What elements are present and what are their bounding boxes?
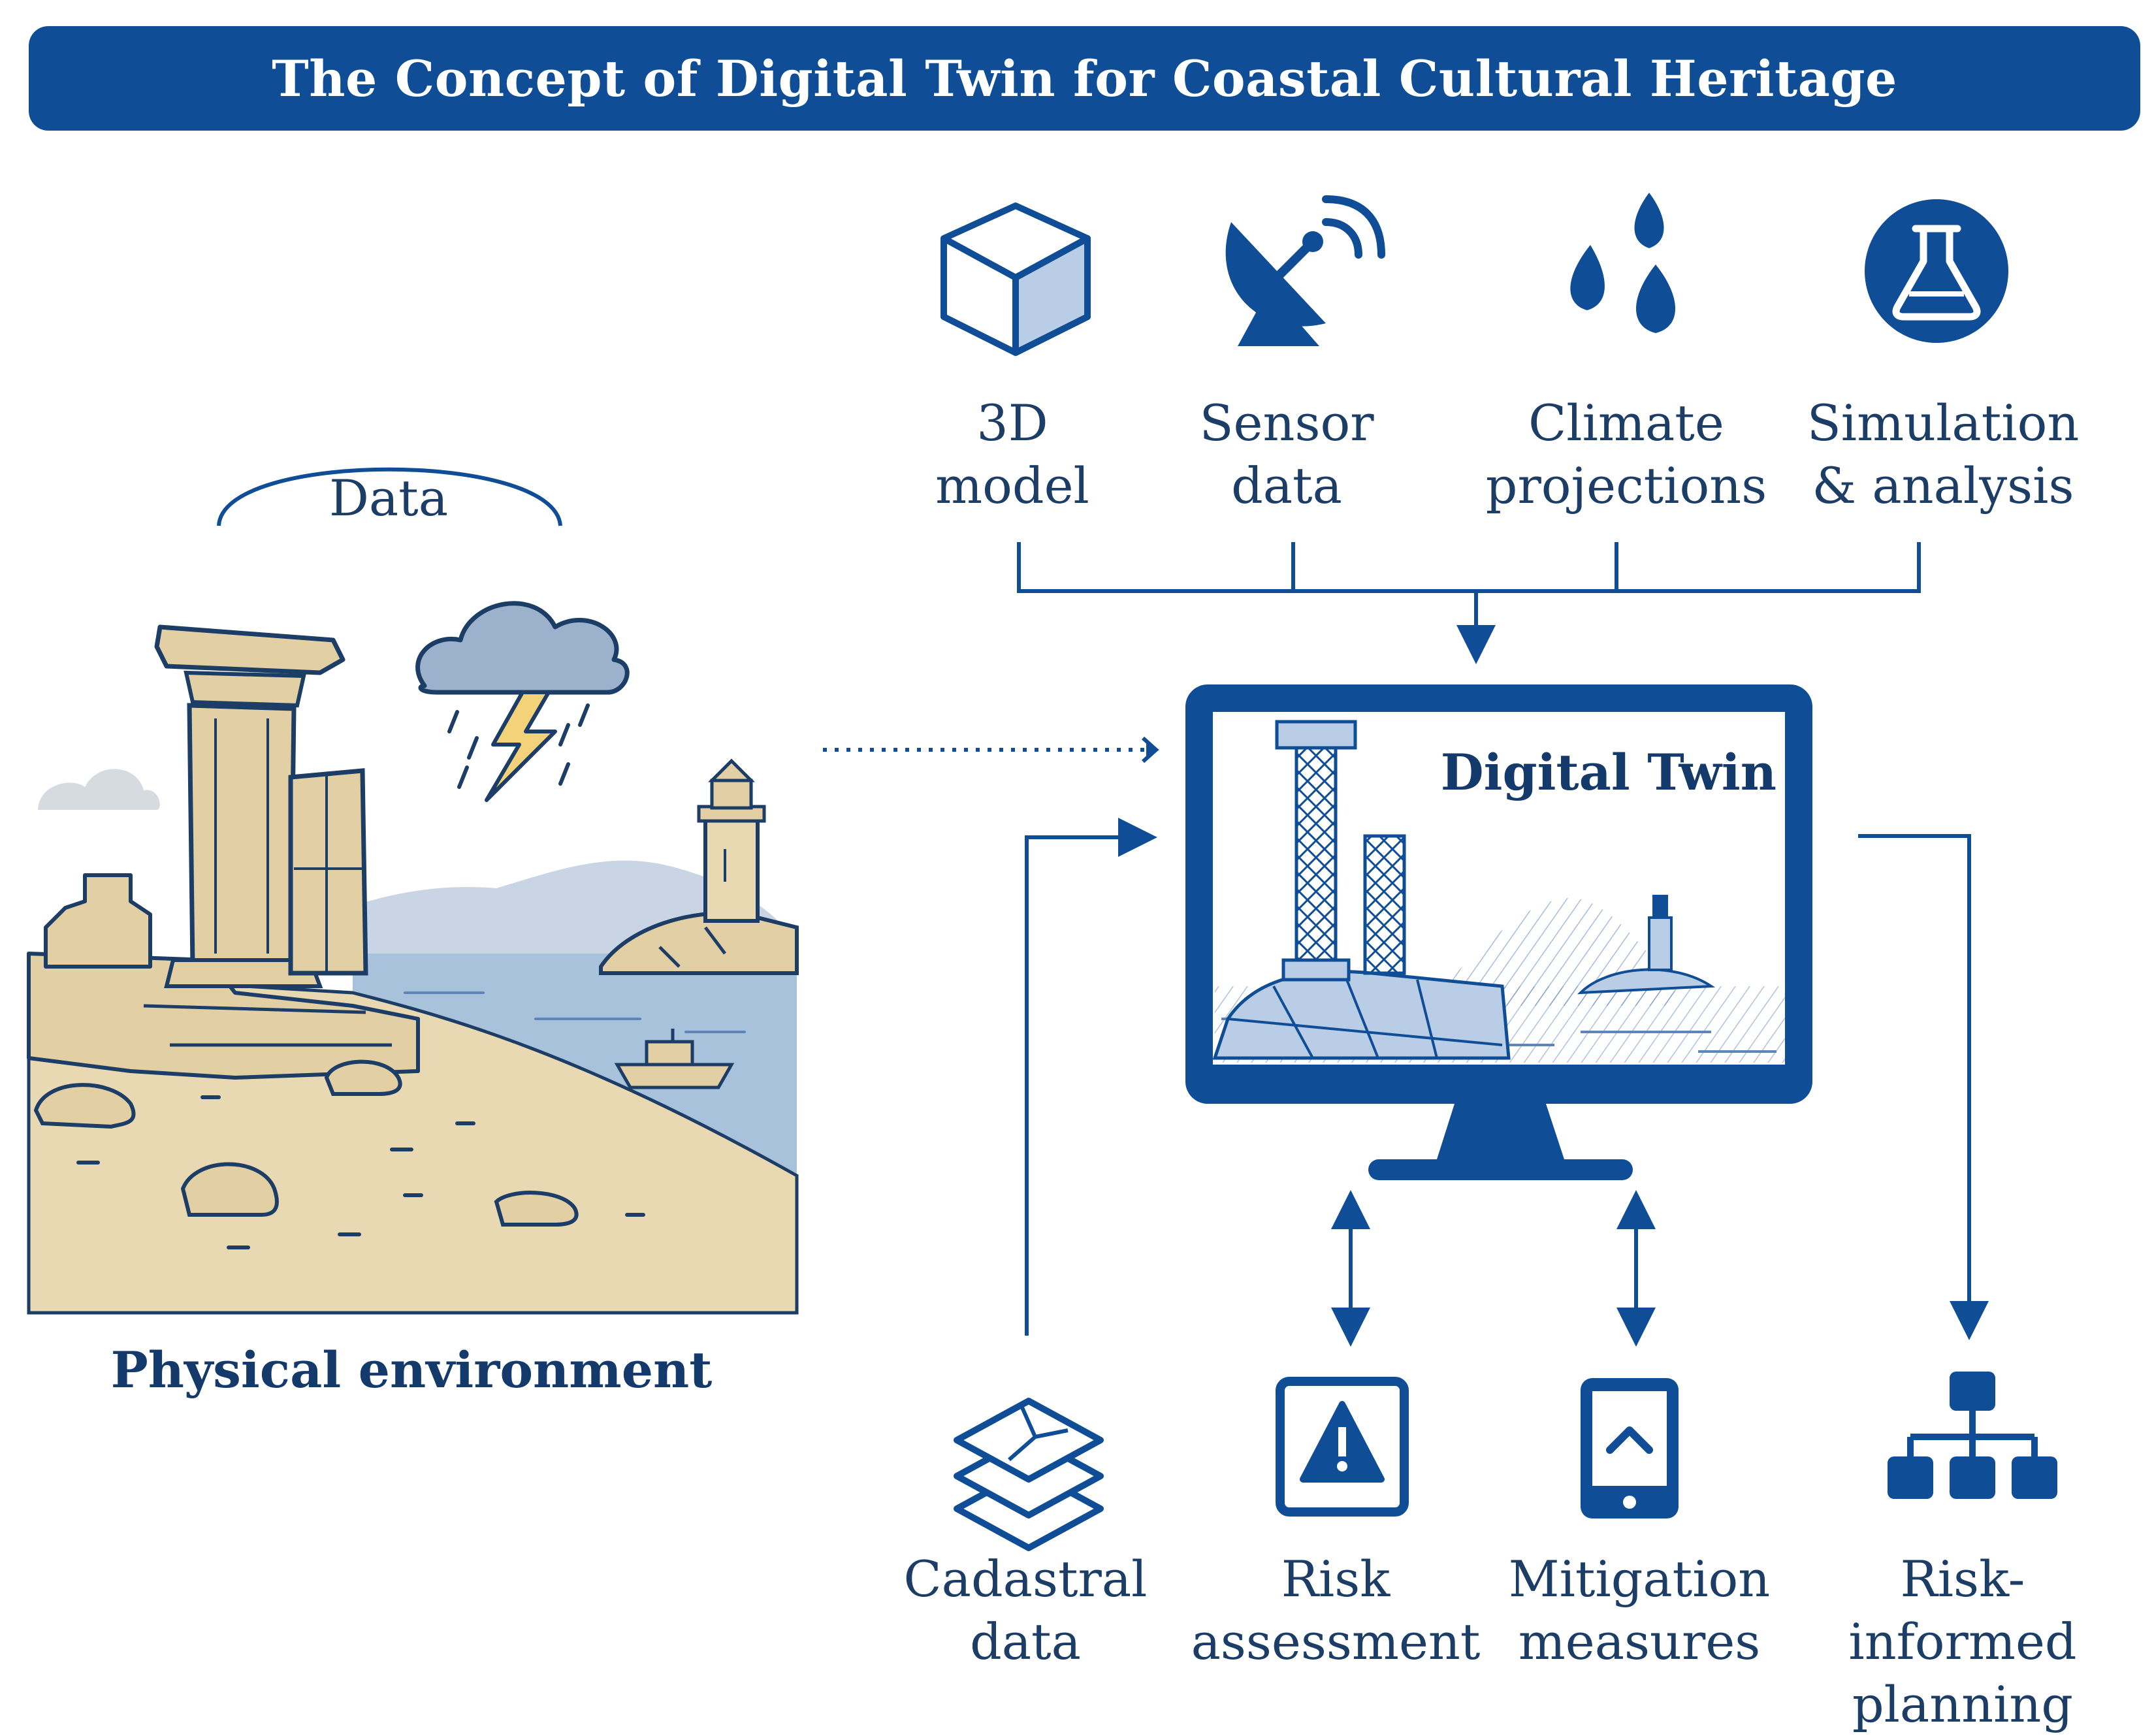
physical-environment-caption: Physical environment bbox=[110, 1341, 713, 1399]
output-label-risk-assessment: Risk assessment bbox=[1191, 1550, 1481, 1671]
data-arc bbox=[217, 467, 562, 526]
input-label-climate-projections: Climate projections bbox=[1485, 394, 1767, 515]
twin-to-planning-arrow bbox=[1858, 834, 1989, 1340]
cadastral-to-twin-arrow bbox=[1025, 818, 1157, 1336]
satellite-dish-icon bbox=[1225, 195, 1385, 346]
monitor-icon bbox=[1185, 684, 1812, 1180]
output-label-risk-informed-planning: Risk-informed planning bbox=[1848, 1550, 2077, 1733]
input-label-simulation-analysis: Simulation & analysis bbox=[1807, 394, 2080, 515]
stones bbox=[33, 1059, 579, 1227]
data-label: Data bbox=[329, 469, 449, 527]
inputs-connector bbox=[1017, 542, 1921, 664]
input-label-sensor-data: Sensor data bbox=[1199, 394, 1374, 515]
input-label-3d-model: 3D model bbox=[935, 394, 1089, 515]
output-label-cadastral-data: Cadastral data bbox=[903, 1550, 1148, 1671]
output-label-mitigation-measures: Mitigation measures bbox=[1508, 1550, 1771, 1671]
physical-environment-illustration bbox=[27, 467, 799, 1315]
diagram-canvas bbox=[27, 193, 2057, 1551]
page-title: The Concept of Digital Twin for Coastal … bbox=[272, 49, 1897, 108]
layers-icon bbox=[954, 1398, 1104, 1551]
cube-icon bbox=[940, 202, 1091, 356]
hierarchy-icon bbox=[1888, 1372, 2057, 1499]
boat bbox=[614, 1029, 735, 1089]
tablet-icon bbox=[1581, 1378, 1679, 1519]
flask-icon bbox=[1865, 199, 2008, 343]
small-cloud bbox=[38, 769, 160, 810]
digital-twin-scene bbox=[1212, 720, 1785, 1063]
digital-twin-label: Digital Twin bbox=[1440, 743, 1776, 801]
warning-icon bbox=[1276, 1377, 1409, 1517]
water-drops-icon bbox=[1570, 193, 1675, 333]
broken-column bbox=[288, 768, 368, 976]
title-banner: The Concept of Digital Twin for Coastal … bbox=[29, 26, 2140, 131]
lighthouse bbox=[599, 758, 799, 975]
storm-cloud-icon bbox=[415, 601, 630, 802]
tall-column bbox=[154, 624, 346, 988]
ruin-block bbox=[44, 873, 152, 969]
